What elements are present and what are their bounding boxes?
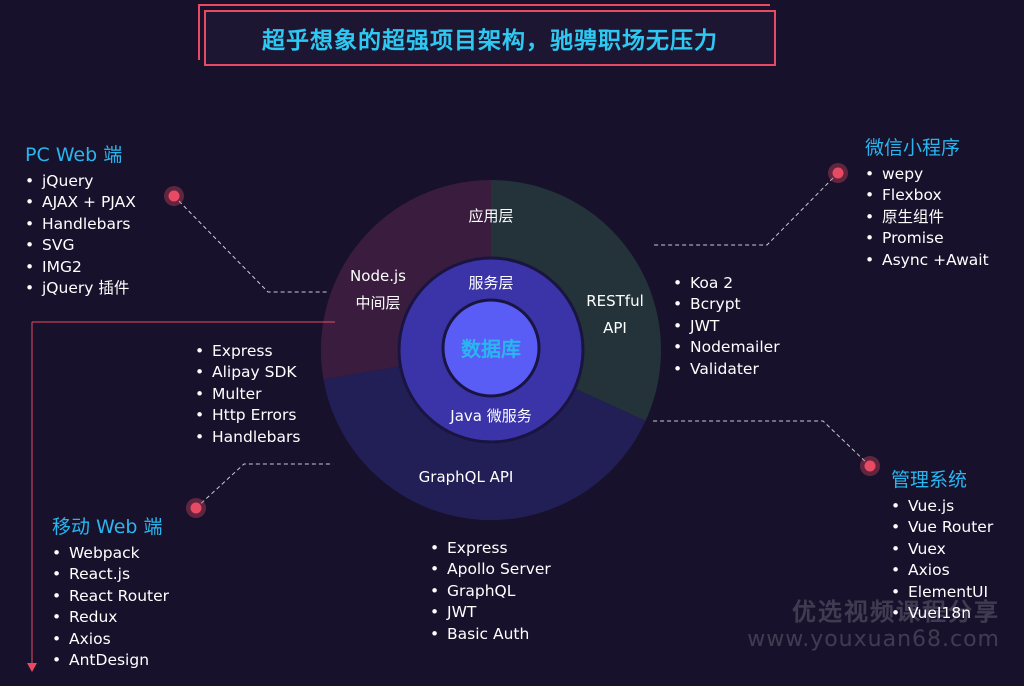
admin-title: 管理系统: [891, 469, 968, 491]
list-item: Webpack: [52, 543, 169, 564]
nodejs-label-line1: Node.js: [350, 267, 406, 285]
list-item: 原生组件: [865, 207, 989, 228]
list-item: VueI18n: [891, 603, 993, 624]
service-layer-label: 服务层: [468, 274, 513, 292]
list-item: Apollo Server: [430, 559, 551, 580]
watermark: 优选视频课程分享 www.youxuan68.com: [747, 592, 1000, 652]
graphql-label: GraphQL API: [419, 468, 514, 486]
list-item: Express: [430, 538, 551, 559]
list-item: Alipay SDK: [195, 362, 300, 383]
list-item: JWT: [673, 316, 780, 337]
list-item: Bcrypt: [673, 294, 780, 315]
list-item: AntDesign: [52, 650, 169, 671]
list-item: Handlebars: [25, 214, 136, 235]
list-item: Redux: [52, 607, 169, 628]
database-label: 数据库: [461, 337, 521, 361]
list-item: Vue.js: [891, 496, 993, 517]
list-item: Axios: [891, 560, 993, 581]
admin-group: 管理系统 Vue.js Vue Router Vuex Axios Elemen…: [891, 465, 993, 624]
title-banner: 超乎想象的超强项目架构，驰骋职场无压力: [198, 4, 776, 66]
node-stack-list: Express Alipay SDK Multer Http Errors Ha…: [195, 341, 300, 448]
list-item: IMG2: [25, 257, 136, 278]
list-item: JWT: [430, 602, 551, 623]
restful-stack-list: Koa 2 Bcrypt JWT Nodemailer Validater: [673, 273, 780, 380]
watermark-line1: 优选视频课程分享: [792, 598, 1000, 626]
app-layer-label: 应用层: [468, 207, 513, 225]
list-item: Handlebars: [195, 427, 300, 448]
mobile-web-title: 移动 Web 端: [52, 516, 163, 538]
list-item: React.js: [52, 564, 169, 585]
wechat-title: 微信小程序: [865, 137, 961, 159]
list-item: jQuery: [25, 171, 136, 192]
list-item: Promise: [865, 228, 989, 249]
restful-stack-group: Koa 2 Bcrypt JWT Nodemailer Validater: [673, 273, 780, 380]
list-item: React Router: [52, 586, 169, 607]
java-label: Java 微服务: [449, 407, 531, 425]
list-item: Async +Await: [865, 250, 989, 271]
graphql-stack-list: Express Apollo Server GraphQL JWT Basic …: [430, 538, 551, 645]
list-item: Vue Router: [891, 517, 993, 538]
list-item: Nodemailer: [673, 337, 780, 358]
connector-dots: [164, 163, 880, 518]
admin-list: Vue.js Vue Router Vuex Axios ElementUI V…: [891, 496, 993, 624]
list-item: wepy: [865, 164, 989, 185]
list-item: Multer: [195, 384, 300, 405]
list-item: Express: [195, 341, 300, 362]
pc-web-list: jQuery AJAX + PJAX Handlebars SVG IMG2 j…: [25, 171, 136, 299]
restful-label-line1: RESTful: [586, 292, 644, 310]
list-item: SVG: [25, 235, 136, 256]
list-item: Koa 2: [673, 273, 780, 294]
list-item: Http Errors: [195, 405, 300, 426]
restful-label-line2: API: [603, 319, 627, 337]
list-item: Flexbox: [865, 185, 989, 206]
database-core: [441, 298, 541, 398]
mobile-web-list: Webpack React.js React Router Redux Axio…: [52, 543, 169, 671]
list-item: GraphQL: [430, 581, 551, 602]
pc-web-group: PC Web 端 jQuery AJAX + PJAX Handlebars S…: [25, 140, 136, 299]
list-item: Basic Auth: [430, 624, 551, 645]
list-item: AJAX + PJAX: [25, 192, 136, 213]
watermark-line2: www.youxuan68.com: [747, 627, 1000, 652]
list-item: Vuex: [891, 539, 993, 560]
list-item: ElementUI: [891, 582, 993, 603]
list-item: Axios: [52, 629, 169, 650]
left-guide-line: [27, 321, 335, 672]
list-item: Validater: [673, 359, 780, 380]
mobile-web-group: 移动 Web 端 Webpack React.js React Router R…: [52, 512, 169, 671]
wechat-list: wepy Flexbox 原生组件 Promise Async +Await: [865, 164, 989, 271]
nodejs-label-line2: 中间层: [355, 294, 400, 312]
pc-web-title: PC Web 端: [25, 144, 123, 166]
graphql-stack-group: Express Apollo Server GraphQL JWT Basic …: [430, 538, 551, 645]
node-stack-group: Express Alipay SDK Multer Http Errors Ha…: [195, 341, 300, 448]
list-item: jQuery 插件: [25, 278, 136, 299]
connector-lines: [173, 172, 871, 509]
wechat-group: 微信小程序 wepy Flexbox 原生组件 Promise Async +A…: [865, 133, 989, 271]
